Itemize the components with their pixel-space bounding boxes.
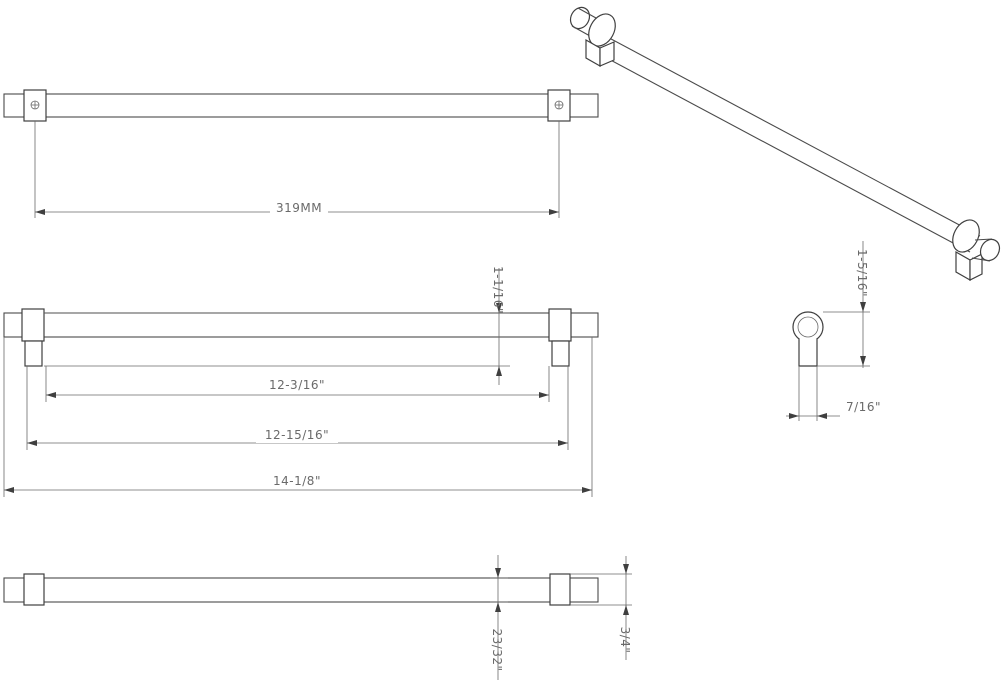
side-view: 1-5/16" 7/16" — [786, 241, 881, 421]
top-view: 319MM — [3, 89, 599, 218]
post-span-label: 12-15/16" — [265, 428, 329, 442]
isometric-view — [569, 6, 1001, 282]
hole-spacing-mm-label: 319MM — [276, 201, 322, 215]
height-label: 1-5/16" — [855, 249, 869, 297]
front-view: 1-1/16" 12-3/16" 12-15/16" 14-1/8" — [3, 266, 599, 497]
hole-spacing-label: 12-3/16" — [269, 378, 325, 392]
projection-label: 1-1/16" — [491, 266, 505, 314]
post-size-label: 3/4" — [618, 627, 632, 654]
bar-diameter-label: 7/16" — [846, 400, 881, 414]
bar-size-label: 23/32" — [490, 628, 504, 671]
bottom-view: 23/32" 3/4" — [3, 555, 632, 680]
overall-length-label: 14-1/8" — [273, 474, 321, 488]
